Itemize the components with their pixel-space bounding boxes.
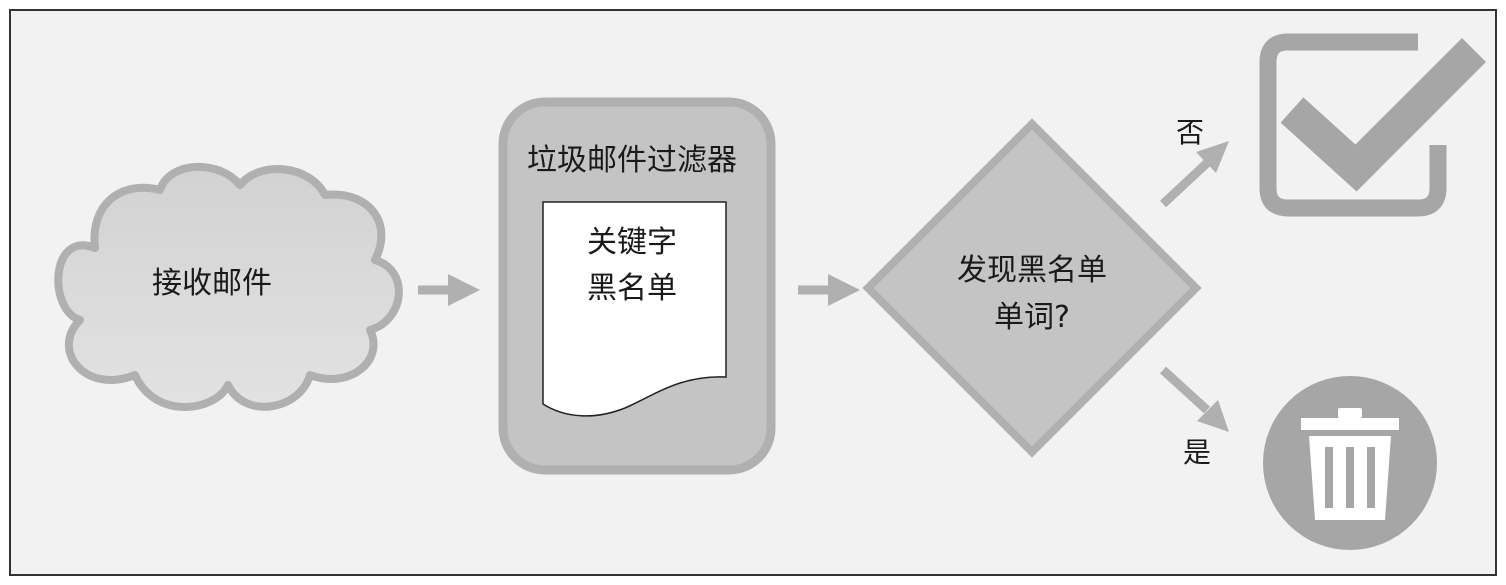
document-line-1: 关键字 bbox=[587, 225, 677, 260]
blacklist-decision: 发现黑名单 单词? bbox=[862, 118, 1202, 458]
filter-title: 垃圾邮件过滤器 bbox=[527, 143, 737, 178]
arrow-receive-to-filter bbox=[418, 274, 480, 306]
decision-line-1: 发现黑名单 bbox=[957, 253, 1107, 288]
trash-can-icon bbox=[1263, 376, 1437, 550]
cloud-shape bbox=[54, 162, 403, 411]
checkbox-check-icon bbox=[1259, 33, 1487, 217]
spam-filter-box: 垃圾邮件过滤器 关键字 黑名单 bbox=[498, 97, 776, 475]
receive-mail-label: 接收邮件 bbox=[152, 266, 272, 301]
document-line-2: 黑名单 bbox=[587, 271, 677, 306]
arrow-filter-to-decision bbox=[798, 274, 860, 306]
decision-line-2: 单词? bbox=[994, 300, 1070, 335]
keyword-blacklist-document bbox=[542, 201, 727, 417]
receive-mail-cloud: 接收邮件 bbox=[54, 162, 403, 411]
arrow-no: 否 bbox=[1159, 116, 1229, 208]
arrow-yes: 是 bbox=[1159, 366, 1229, 469]
yes-label: 是 bbox=[1183, 436, 1211, 469]
no-label: 否 bbox=[1176, 116, 1204, 149]
decision-diamond bbox=[862, 118, 1202, 458]
